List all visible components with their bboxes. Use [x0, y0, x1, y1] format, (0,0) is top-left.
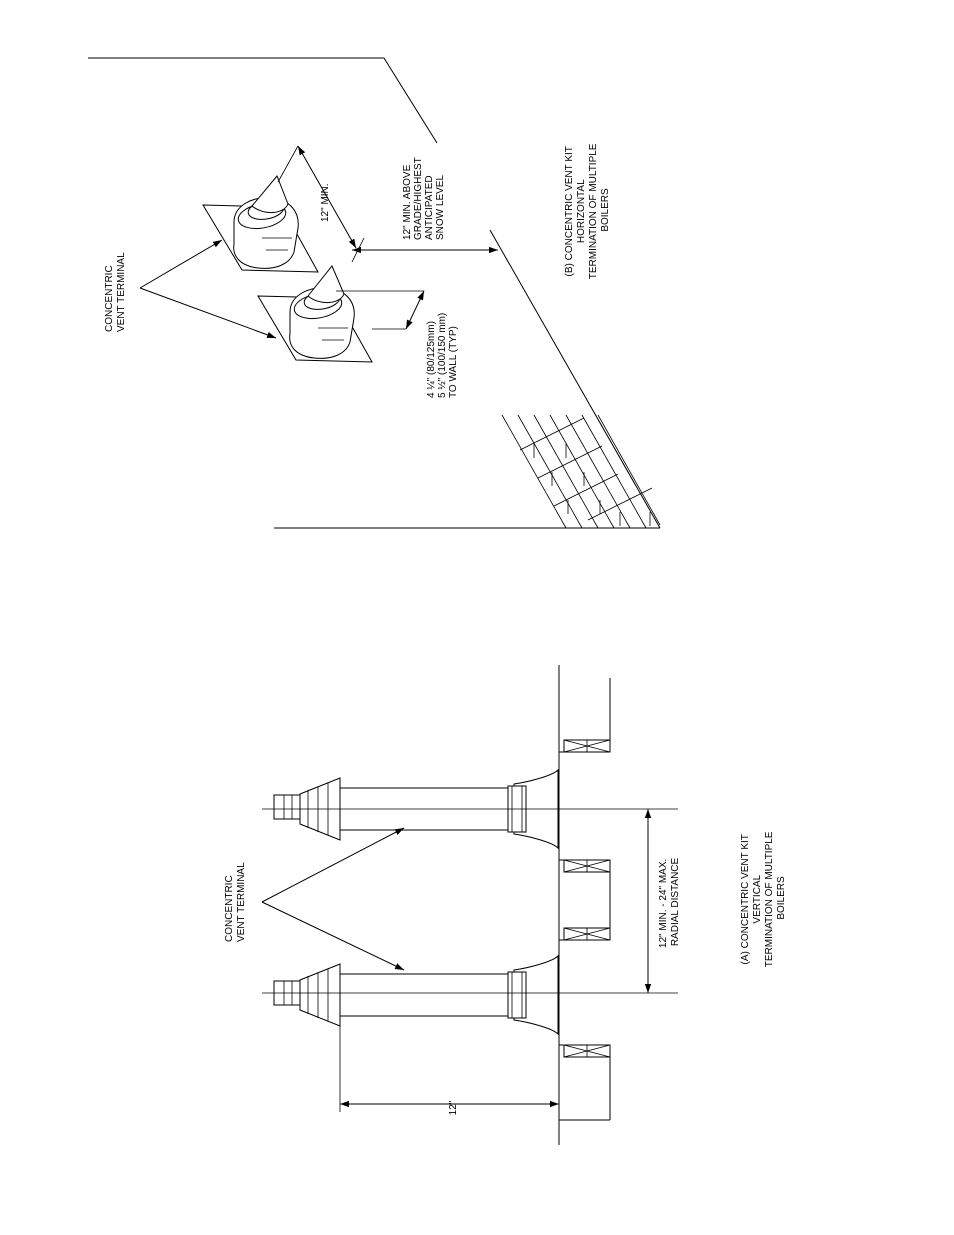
joist-block	[563, 927, 611, 941]
terminal-label-b: CONCENTRIC VENT TERMINAL	[104, 252, 127, 332]
caption-a: (A) CONCENTRIC VENT KIT VERTICAL TERMINA…	[740, 829, 787, 968]
cone-cap-upper	[251, 175, 289, 213]
terminal-cone	[299, 963, 341, 1027]
radial-distance-label: 12" MIN. - 24" MAX. RADIAL DISTANCE	[658, 856, 681, 948]
vent-pipe	[339, 973, 509, 1017]
wall-top-edge	[88, 57, 438, 144]
horizontal-vent-terminal-lower	[257, 265, 373, 363]
wall-distance-label: 4 ¼" (80/125mm) 5 ½" (100/150 mm) TO WAL…	[425, 310, 459, 398]
detail-a-vertical-termination: CONCENTRIC VENT TERMINAL 12" MIN. - 24" …	[224, 665, 787, 1145]
grade-label: 12" MIN. ABOVE GRADE/HIGHEST ANTICIPATED…	[402, 155, 446, 240]
joist-block	[563, 1044, 611, 1058]
detail-b-horizontal-termination: CONCENTRIC VENT TERMINAL 12" MIN. 12" MI…	[88, 57, 661, 529]
joist-block	[563, 739, 611, 753]
dim-extension-line	[277, 145, 299, 183]
collar	[507, 971, 527, 1019]
wall-face-line	[489, 229, 661, 529]
leader-line	[261, 827, 405, 903]
leader-line	[139, 239, 223, 289]
leader-line	[139, 287, 277, 339]
cone-cap-lower	[307, 265, 345, 303]
caption-b: (B) CONCENTRIC VENT KIT HORIZONTAL TERMI…	[564, 141, 611, 280]
leader-line	[261, 901, 405, 971]
brick-pattern	[501, 414, 661, 529]
dim-line-wall	[405, 290, 425, 330]
terminal-label-a: CONCENTRIC VENT TERMINAL	[224, 862, 247, 942]
terminal-tip	[273, 794, 301, 820]
dim-line-12-min	[297, 145, 357, 249]
horizontal-vent-terminal-upper	[202, 175, 319, 273]
dim-label-12-min: 12" MIN.	[320, 183, 331, 222]
vertical-vent-terminal-left	[273, 954, 559, 1036]
height-dim-label: 12"	[448, 1100, 459, 1115]
joist-block	[563, 859, 611, 873]
